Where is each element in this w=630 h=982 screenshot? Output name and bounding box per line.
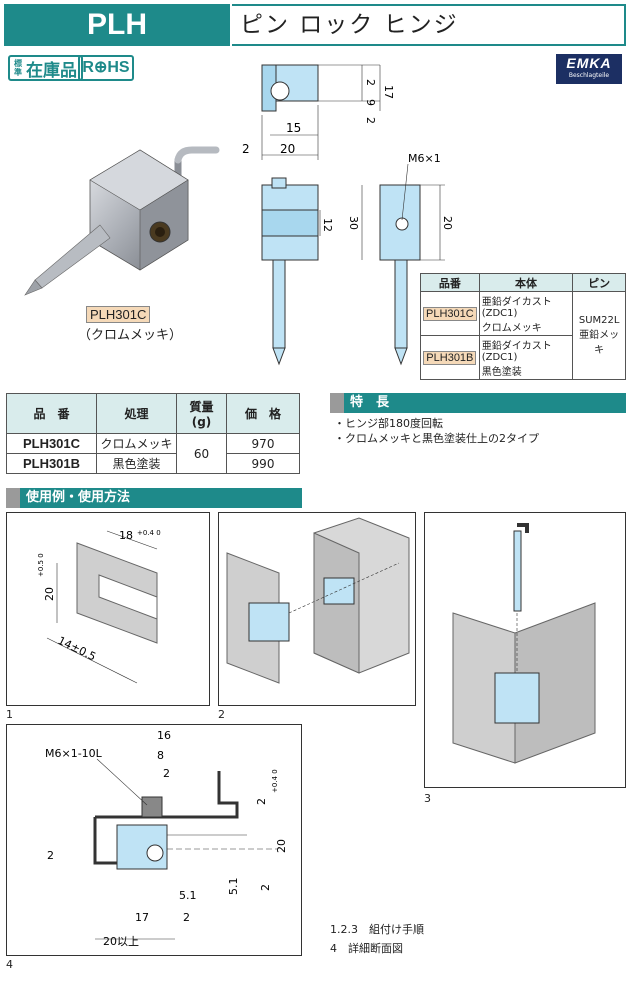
emka-logo-text: EMKA <box>566 55 612 71</box>
stock-badge-standard: 標準 <box>14 59 22 77</box>
figure-2-box <box>218 512 416 706</box>
dim-front-30: 30 <box>347 216 360 230</box>
figure-4-number: 4 <box>6 958 13 971</box>
price-header-mass: 質量 (g) <box>176 393 227 434</box>
price-table: 品 番 処理 質量 (g) 価 格 PLH301C クロムメッキ 60 970 … <box>6 393 300 474</box>
mat-header-part: 品番 <box>420 273 480 292</box>
mat-row-body1: 亜鉛ダイカスト(ZDC1) <box>481 341 552 363</box>
stock-badge-label: 在庫品 <box>26 60 77 81</box>
price-header-price: 価 格 <box>226 393 300 434</box>
material-table: 品番 本体 ピン PLH301C 亜鉛ダイカスト(ZDC1) クロムメッキ SUM… <box>420 273 626 380</box>
features-heading: 特 長 <box>330 393 626 413</box>
fig1-tol-20: +0.5 0 <box>37 553 45 577</box>
fig4-dim-2d: 2 <box>47 849 54 862</box>
fig4-dim-51b: 5.1 <box>227 878 240 896</box>
fig4-dim-20: 20 <box>275 839 288 853</box>
figure-3-number: 3 <box>424 792 431 805</box>
dim-top-2b: 2 <box>364 117 377 124</box>
fig4-dim-2e: 2 <box>183 911 190 924</box>
fig1-dim-18: 18 <box>119 529 133 542</box>
figure-3-box <box>424 512 626 788</box>
dim-front-12: 12 <box>321 218 334 232</box>
price-row-finish: クロムメッキ <box>96 433 177 454</box>
table-row: PLH301C 亜鉛ダイカスト(ZDC1) クロムメッキ SUM22L 亜鉛メッキ <box>420 291 626 380</box>
figure-2-number: 2 <box>218 708 225 721</box>
table-row: PLH301B 黒色塗装 990 <box>6 453 300 474</box>
fig1-dim-20: 20 <box>43 587 56 601</box>
mat-row-body1: 亜鉛ダイカスト(ZDC1) <box>481 297 552 319</box>
mat-pin1: SUM22L <box>578 315 620 326</box>
product-photo <box>24 146 220 296</box>
figure-1-number: 1 <box>6 708 13 721</box>
price-row-finish: 黒色塗装 <box>96 453 177 474</box>
emka-logo: EMKA Beschlagteile <box>556 54 622 84</box>
dim-thread: M6×1 <box>408 152 441 165</box>
dim-top-15: 15 <box>286 121 301 135</box>
fig4-dim-17: 17 <box>135 911 149 924</box>
notes: 1.2.3 組付け手順 4 詳細断面図 <box>330 920 424 958</box>
price-mass: 60 <box>176 433 227 474</box>
product-finish: （クロムメッキ） <box>78 328 183 343</box>
dim-side-20: 20 <box>441 216 454 230</box>
drawing-front-side: 12 30 20 M6×1 <box>261 152 454 366</box>
mat-header-pin: ピン <box>572 273 626 292</box>
price-row-part: PLH301C <box>6 433 97 454</box>
dim-top-2a: 2 <box>364 79 377 86</box>
list-item: ・ヒンジ部180度回転 <box>334 417 443 430</box>
fig4-dim-2b: 2 <box>255 798 268 805</box>
mat-pin2: 亜鉛メッキ <box>579 330 620 356</box>
product-title: ピン ロック ヒンジ <box>232 4 626 46</box>
table-row: PLH301B 亜鉛ダイカスト(ZDC1) 黒色塗装 <box>420 335 626 380</box>
figure-3-drawing <box>452 523 596 764</box>
price-row-part: PLH301B <box>6 453 97 474</box>
mat-header-body: 本体 <box>478 273 574 292</box>
figure-4-drawing: M6×1-10L 16 8 2 2 +0.4 0 20 2 2 5.1 5.1 … <box>45 729 288 948</box>
fig1-tol-18: +0.4 0 <box>137 529 161 537</box>
fig4-dim-51a: 5.1 <box>179 889 197 902</box>
fig4-screw: M6×1-10L <box>45 747 103 760</box>
note-line: 4 詳細断面図 <box>330 942 403 955</box>
fig1-dim-14: 14±0.5 <box>56 634 98 664</box>
price-header-finish: 処理 <box>96 393 177 434</box>
dim-top-9: 9 <box>364 99 377 106</box>
dim-top-17: 17 <box>382 85 395 99</box>
figure-1-drawing: 18 +0.4 0 20 +0.5 0 14±0.5 <box>37 529 161 684</box>
dim-top-2c: 2 <box>242 142 250 156</box>
table-row: PLH301C クロムメッキ 60 970 <box>6 433 300 474</box>
emka-logo-tagline: Beschlagteile <box>568 72 610 79</box>
figure-4-box: M6×1-10L 16 8 2 2 +0.4 0 20 2 2 5.1 5.1 … <box>6 724 302 956</box>
usage-heading: 使用例・使用方法 <box>6 488 302 508</box>
drawing-top-view: 2 17 9 2 15 20 2 <box>242 64 395 160</box>
rohs-badge: R⊕HS <box>78 55 134 81</box>
features-list: ・ヒンジ部180度回転 ・クロムメッキと黒色塗装仕上の2タイプ <box>334 416 539 446</box>
fig4-dim-20up: 20以上 <box>103 935 139 948</box>
figure-1-box: 18 +0.4 0 20 +0.5 0 14±0.5 <box>6 512 210 706</box>
price-row-price: 970 <box>226 433 300 454</box>
figure-2-drawing <box>226 517 410 684</box>
dim-top-20: 20 <box>280 142 295 156</box>
fig4-tol-2b: +0.4 0 <box>271 769 279 793</box>
fig4-dim-16: 16 <box>157 729 171 742</box>
mat-row-body2: クロムメッキ <box>481 323 542 334</box>
fig4-dim-2a: 2 <box>163 767 170 780</box>
product-label: PLH301C <box>86 306 151 323</box>
mat-row-part: PLH301C <box>423 306 477 321</box>
product-code: PLH <box>4 4 230 46</box>
mat-row-part: PLH301B <box>423 350 477 365</box>
price-header-part: 品 番 <box>6 393 97 434</box>
note-line: 1.2.3 組付け手順 <box>330 923 424 936</box>
mat-row-body2: 黒色塗装 <box>481 367 522 378</box>
stock-badge: 標準 在庫品 <box>8 55 83 81</box>
list-item: ・クロムメッキと黒色塗装仕上の2タイプ <box>334 432 539 445</box>
price-row-price: 990 <box>226 453 300 474</box>
fig4-dim-2c: 2 <box>259 884 272 891</box>
fig4-dim-8: 8 <box>157 749 164 762</box>
